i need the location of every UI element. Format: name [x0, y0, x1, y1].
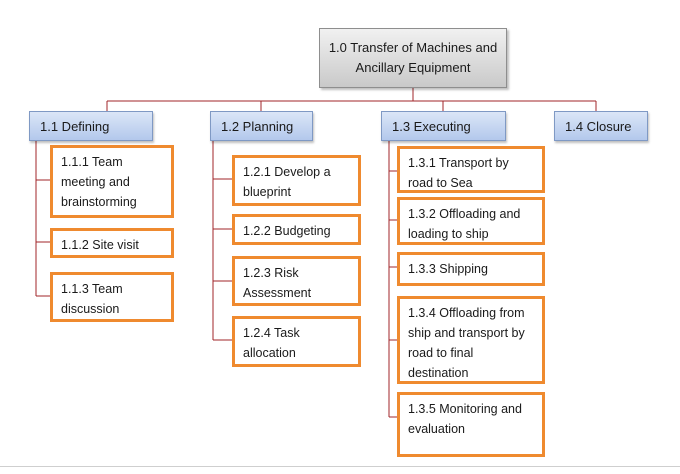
leaf-1-3-2-label: 1.3.2 Offloading and loading to ship — [408, 207, 521, 241]
leaf-1-1-2: 1.1.2 Site visit — [50, 228, 174, 258]
leaf-1-2-2-label: 1.2.2 Budgeting — [243, 224, 331, 238]
leaf-1-2-4-label: 1.2.4 Task allocation — [243, 326, 300, 360]
bottom-divider — [0, 466, 680, 467]
root-label: 1.0 Transfer of Machines and Ancillary E… — [328, 40, 498, 75]
leaf-1-3-3-label: 1.3.3 Shipping — [408, 262, 488, 276]
leaf-1-2-3-label: 1.2.3 Risk Assessment — [243, 266, 312, 300]
leaf-1-3-3: 1.3.3 Shipping — [397, 252, 545, 286]
node-defining: 1.1 Defining — [29, 111, 153, 141]
leaf-1-1-1-label: 1.1.1 Team meeting and brainstorming — [61, 155, 137, 209]
leaf-1-1-2-label: 1.1.2 Site visit — [61, 238, 139, 252]
leaf-1-1-1: 1.1.1 Team meeting and brainstorming — [50, 145, 174, 218]
leaf-1-3-4-label: 1.3.4 Offloading from ship and transport… — [408, 306, 525, 380]
node-closure: 1.4 Closure — [554, 111, 648, 141]
node-closure-label: 1.4 Closure — [565, 119, 632, 134]
leaf-1-2-2: 1.2.2 Budgeting — [232, 214, 361, 245]
node-planning: 1.2 Planning — [210, 111, 313, 141]
node-planning-label: 1.2 Planning — [221, 119, 294, 134]
leaf-1-3-5-label: 1.3.5 Monitoring and evaluation — [408, 402, 522, 436]
leaf-1-2-1-label: 1.2.1 Develop a blueprint — [243, 165, 331, 199]
leaf-1-2-3: 1.2.3 Risk Assessment — [232, 256, 361, 306]
leaf-1-3-1-label: 1.3.1 Transport by road to Sea — [408, 156, 509, 190]
leaf-1-3-4: 1.3.4 Offloading from ship and transport… — [397, 296, 545, 384]
leaf-1-1-3: 1.1.3 Team discussion — [50, 272, 174, 322]
node-defining-label: 1.1 Defining — [40, 119, 110, 134]
leaf-1-2-4: 1.2.4 Task allocation — [232, 316, 361, 367]
root-node: 1.0 Transfer of Machines and Ancillary E… — [319, 28, 507, 88]
leaf-1-3-2: 1.3.2 Offloading and loading to ship — [397, 197, 545, 245]
leaf-1-3-1: 1.3.1 Transport by road to Sea — [397, 146, 545, 193]
node-executing: 1.3 Executing — [381, 111, 506, 141]
leaf-1-3-5: 1.3.5 Monitoring and evaluation — [397, 392, 545, 457]
leaf-1-1-3-label: 1.1.3 Team discussion — [61, 282, 123, 316]
node-executing-label: 1.3 Executing — [392, 119, 471, 134]
leaf-1-2-1: 1.2.1 Develop a blueprint — [232, 155, 361, 206]
